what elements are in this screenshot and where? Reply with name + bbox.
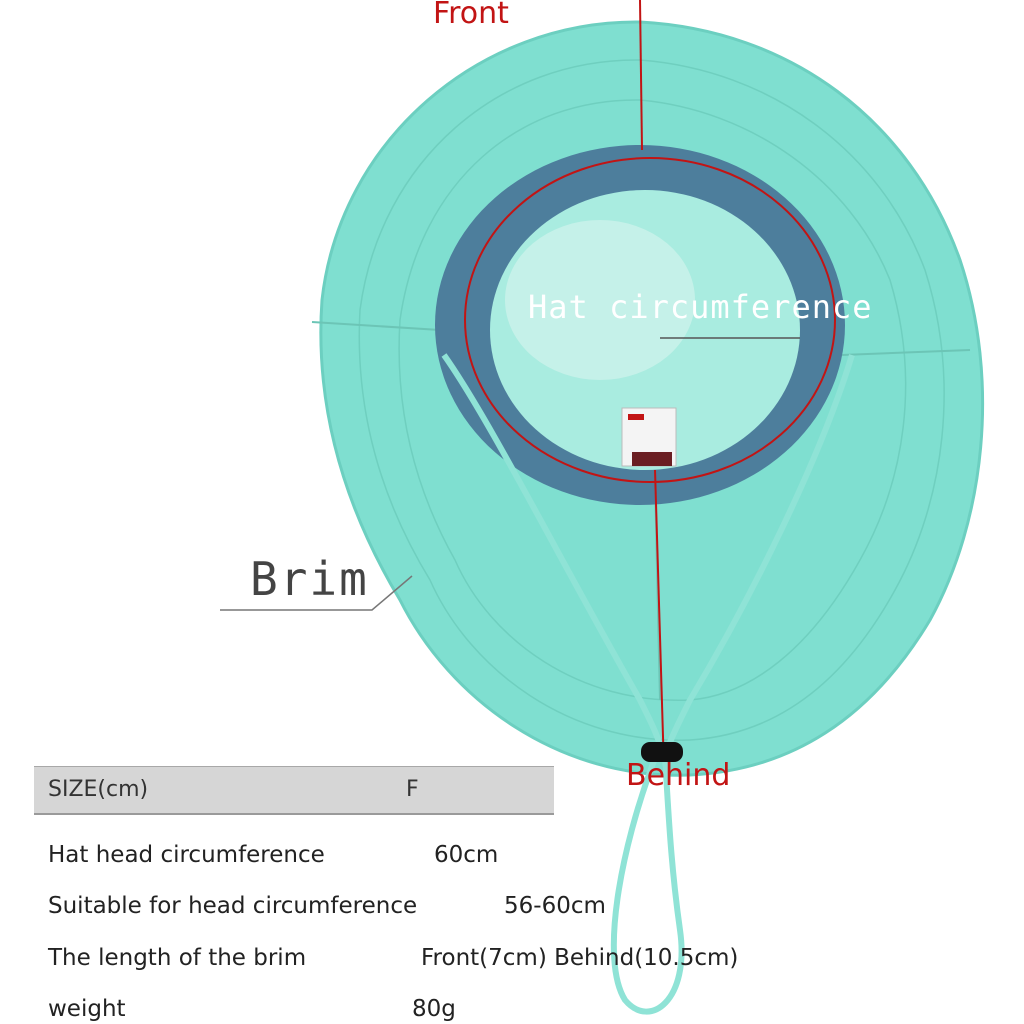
- size-row-value: 80g: [412, 996, 456, 1022]
- size-header-value: F: [406, 777, 419, 802]
- size-row-circumference: Hat head circumference 60cm: [48, 842, 498, 868]
- size-row-value: Front(7cm) Behind(10.5cm): [421, 945, 739, 971]
- size-row-value: 60cm: [434, 842, 499, 868]
- chin-strap: [441, 353, 663, 749]
- size-header-label: SIZE(cm): [48, 777, 149, 802]
- behind-label: Behind: [626, 758, 731, 793]
- size-row-label: Hat head circumference: [48, 842, 325, 868]
- size-row-label: weight: [48, 996, 126, 1022]
- cord-stopper-icon: [641, 742, 683, 762]
- front-behind-axis: [639, 0, 643, 151]
- size-row-brim-length: The length of the brim Front(7cm) Behind…: [48, 945, 738, 971]
- size-table-header: SIZE(cm) F: [34, 766, 554, 815]
- front-label: Front: [433, 0, 509, 31]
- size-row-value: 56-60cm: [504, 893, 606, 919]
- size-row-label: Suitable for head circumference: [48, 893, 418, 919]
- size-row-weight: weight 80g: [48, 996, 456, 1022]
- circumference-marker: [464, 157, 836, 483]
- brim-label: Brim: [250, 552, 369, 606]
- size-row-suitable: Suitable for head circumference 56-60cm: [48, 893, 606, 919]
- size-row-label: The length of the brim: [48, 945, 307, 971]
- circumference-label: Hat circumference: [528, 288, 873, 326]
